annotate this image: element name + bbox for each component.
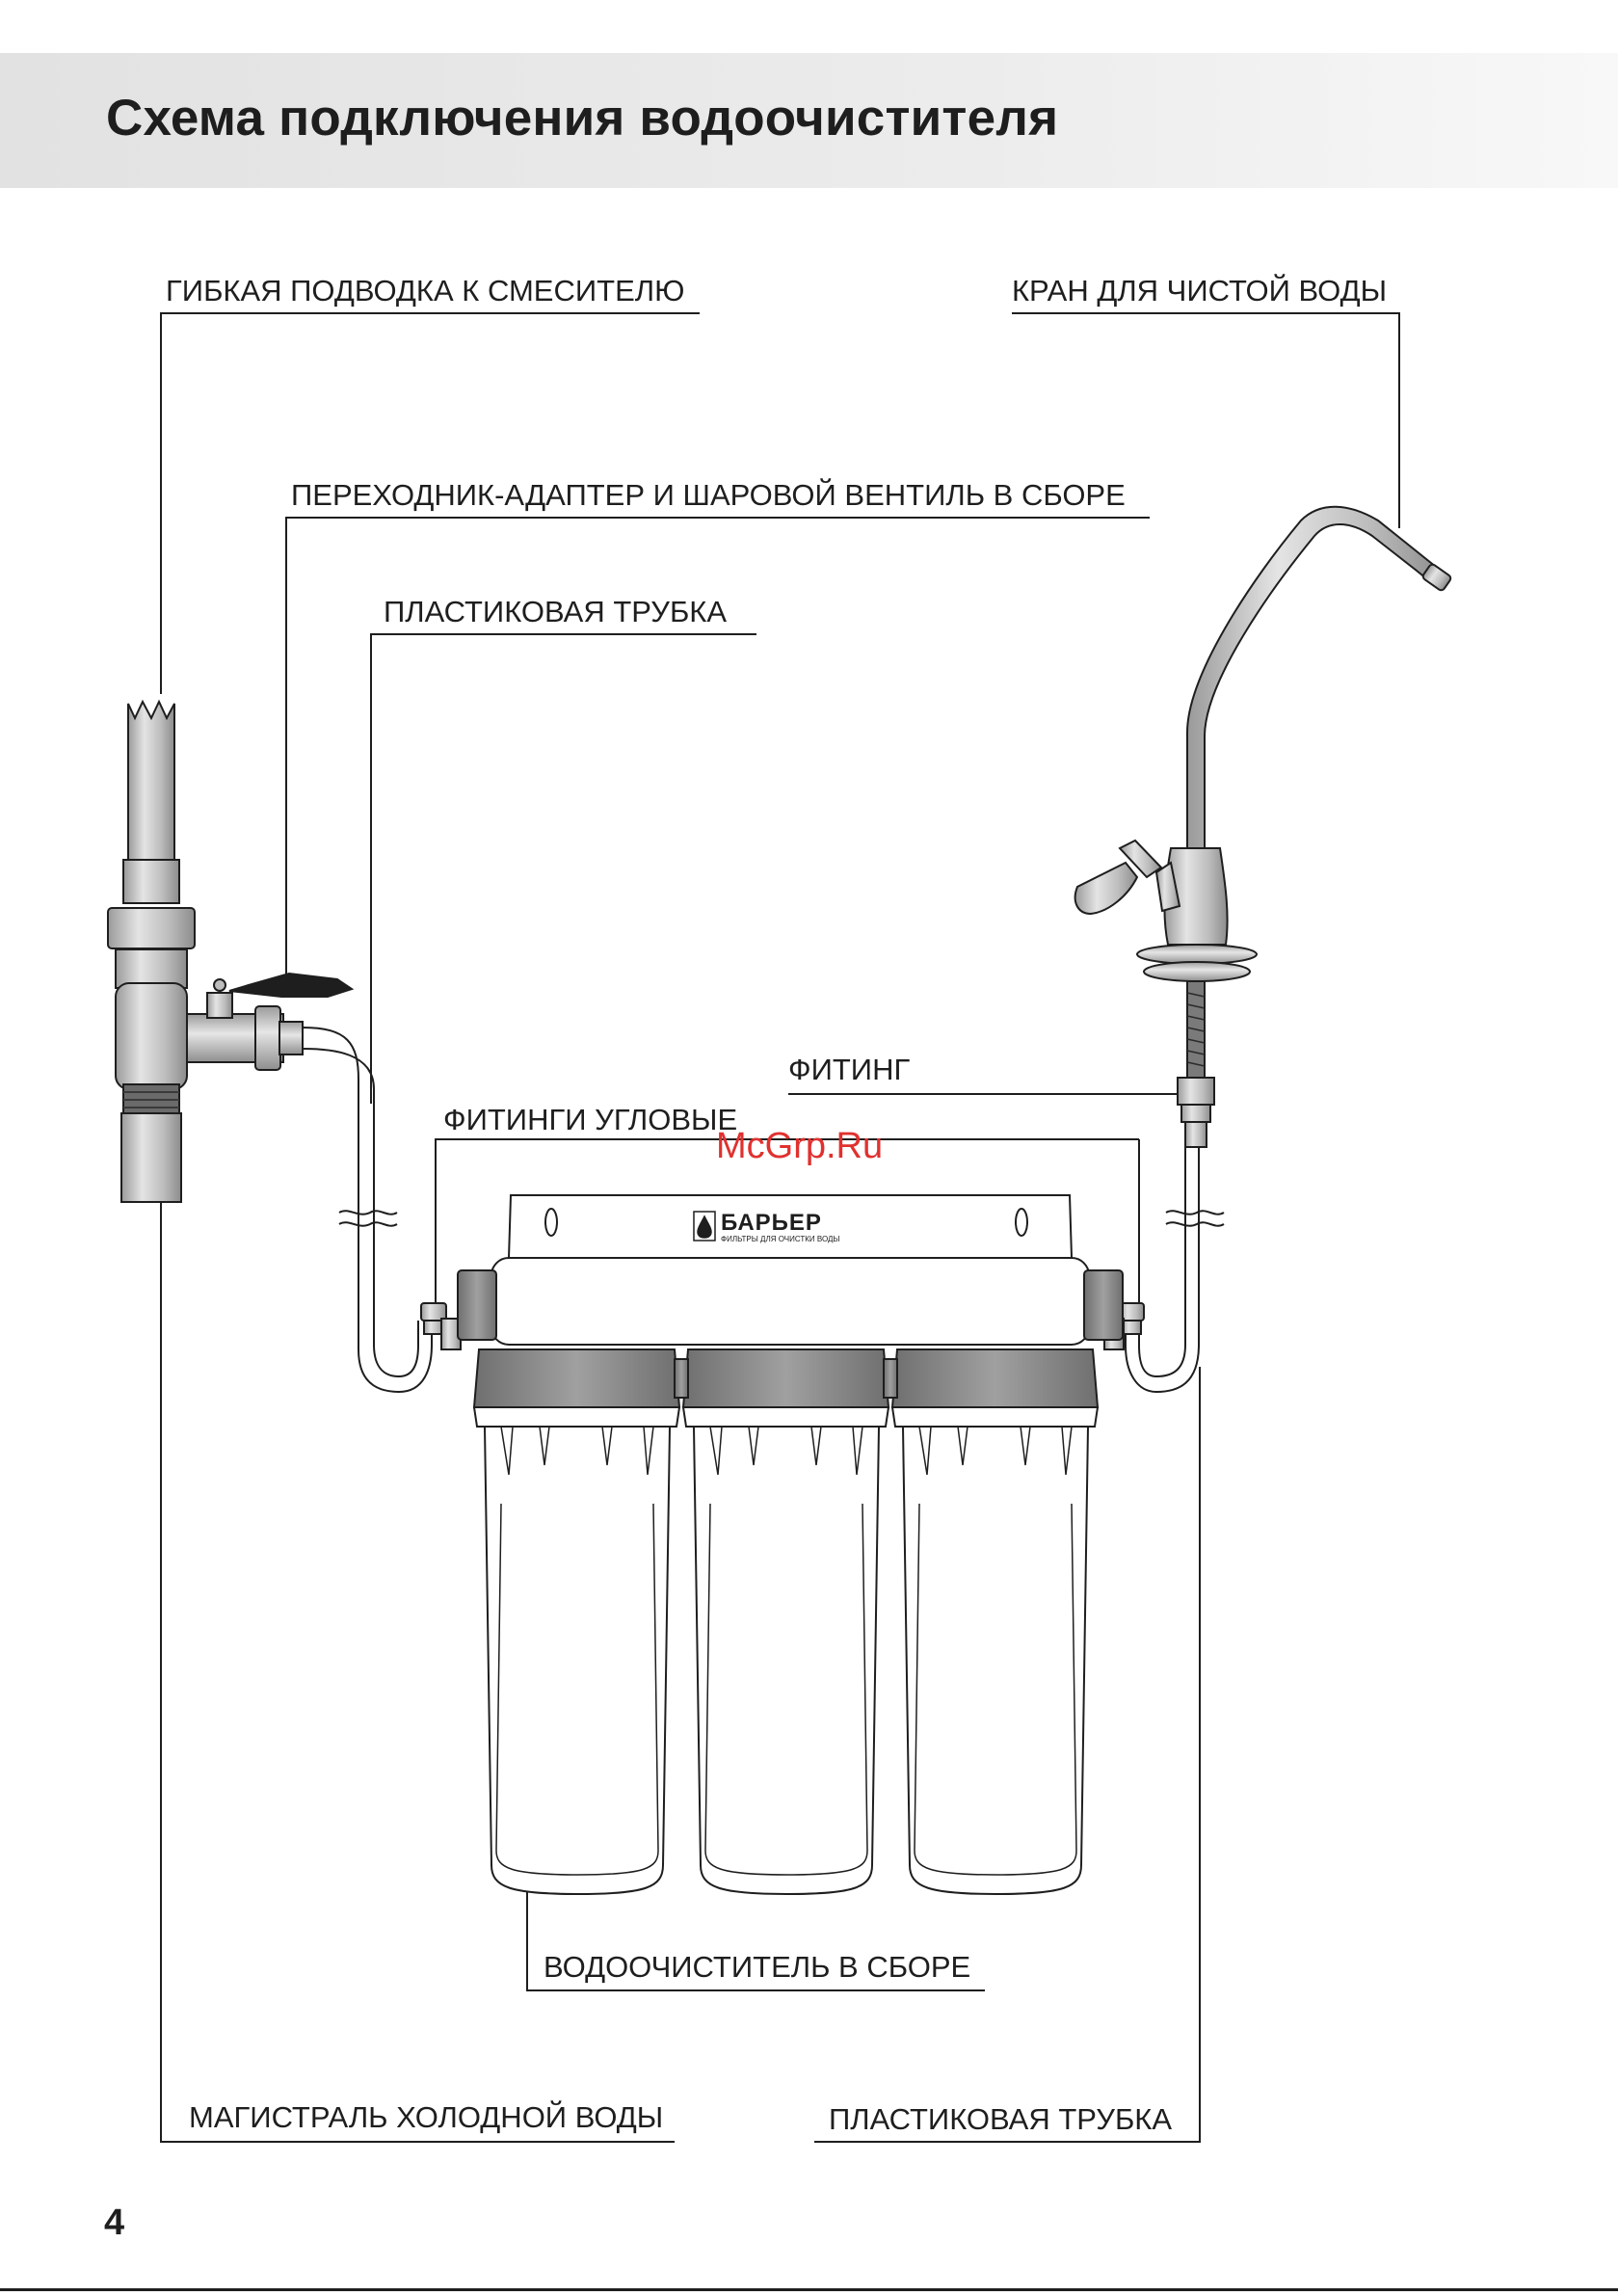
angle-fitting-left [421,1303,461,1349]
cold-water-pipe [108,702,195,1202]
label-adapter-valve: ПЕРЕХОДНИК-АДАПТЕР И ШАРОВОЙ ВЕНТИЛЬ В С… [291,479,1126,512]
brand-tagline: ФИЛЬТРЫ ДЛЯ ОЧИСТКИ ВОДЫ [721,1235,840,1243]
brand-name: БАРЬЕР [721,1210,822,1237]
leader-plastic-tube-top [371,634,756,1104]
label-clean-tap: КРАН ДЛЯ ЧИСТОЙ ВОДЫ [1012,275,1387,307]
faucet [1075,507,1452,1147]
label-cold-main: МАГИСТРАЛЬ ХОЛОДНОЙ ВОДЫ [189,2101,663,2134]
right-plastic-tube [1126,1118,1224,1392]
label-plastic-tube-top: ПЛАСТИКОВАЯ ТРУБКА [384,596,727,628]
label-purifier-assembly: ВОДООЧИСТИТЕЛЬ В СБОРЕ [544,1951,970,1984]
leader-adapter-valve [286,518,1150,985]
brand-logo-icon [694,1212,715,1241]
label-fitting: ФИТИНГ [788,1054,910,1086]
label-angle-fittings: ФИТИНГИ УГЛОВЫЕ [443,1104,737,1136]
adapter-ball-valve [187,974,352,1070]
label-flex-hose: ГИБКАЯ ПОДВОДКА К СМЕСИТЕЛЮ [166,275,684,307]
page-number: 4 [104,2203,124,2244]
left-plastic-tube [303,1028,432,1392]
footer-rule [0,2288,1618,2291]
watermark: McGrp.Ru [716,1126,883,1167]
filter-housings [474,1349,1098,1894]
label-plastic-tube-bottom: ПЛАСТИКОВАЯ ТРУБКА [829,2103,1172,2136]
